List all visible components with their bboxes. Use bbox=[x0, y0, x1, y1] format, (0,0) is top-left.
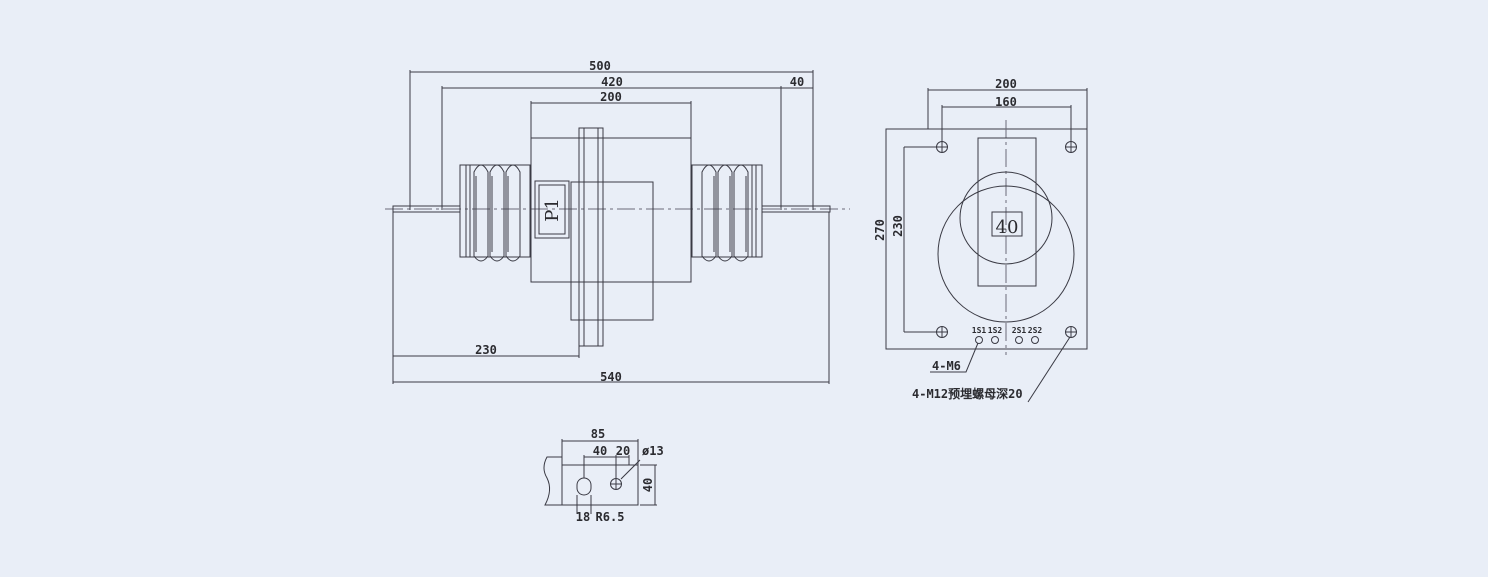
front-view bbox=[385, 70, 850, 384]
outer-ring bbox=[937, 185, 1075, 323]
right-insulator bbox=[691, 164, 763, 262]
front-dim-420: 420 bbox=[601, 75, 623, 89]
mounting-hole-br bbox=[1065, 326, 1077, 338]
side-dim-270: 270 bbox=[873, 219, 887, 241]
main-body bbox=[530, 137, 692, 283]
leader-m12 bbox=[1027, 336, 1071, 403]
side-dimensions bbox=[885, 88, 1088, 349]
detail-dim-85: 85 bbox=[591, 427, 605, 441]
detail-dim-40-height: 40 bbox=[641, 478, 655, 492]
round-hole bbox=[610, 478, 622, 490]
detail-dim-20: 20 bbox=[616, 444, 630, 458]
right-terminal bbox=[761, 205, 831, 213]
terminal-1s1 bbox=[975, 336, 983, 344]
primary-conductor bbox=[977, 137, 1037, 287]
break-line bbox=[543, 456, 562, 506]
front-dim-40: 40 bbox=[790, 75, 804, 89]
side-dim-160: 160 bbox=[995, 95, 1017, 109]
left-insulator bbox=[459, 164, 531, 262]
terminal-label-2s1: 2S1 bbox=[1012, 326, 1027, 335]
front-dim-230: 230 bbox=[475, 343, 497, 357]
front-dim-540: 540 bbox=[600, 370, 622, 384]
callout-m12: 4-M12预埋螺母深20 bbox=[912, 386, 1023, 401]
inner-ring bbox=[959, 171, 1053, 265]
mounting-hole-bl bbox=[936, 326, 948, 338]
mounting-hole-tr bbox=[1065, 141, 1077, 153]
mounting-hole-tl bbox=[936, 141, 948, 153]
terminal-1s2 bbox=[991, 336, 999, 344]
bottom-dimensions bbox=[392, 212, 830, 384]
window-box bbox=[991, 211, 1023, 237]
window-label: 40 bbox=[996, 217, 1019, 238]
terminal-detail-view bbox=[543, 439, 657, 514]
mounting-flange bbox=[578, 127, 604, 347]
callout-m6: 4-M6 bbox=[932, 359, 961, 373]
terminal-label-1s2: 1S2 bbox=[988, 326, 1003, 335]
left-terminal bbox=[392, 205, 461, 213]
detail-radius: R6.5 bbox=[596, 510, 625, 524]
p1-marking-box bbox=[534, 180, 570, 239]
terminal-2s1 bbox=[1015, 336, 1023, 344]
side-dim-200: 200 bbox=[995, 77, 1017, 91]
side-dim-230: 230 bbox=[891, 215, 905, 237]
detail-dim-40-width: 40 bbox=[593, 444, 607, 458]
terminal-label-1s1: 1S1 bbox=[972, 326, 987, 335]
core-block bbox=[570, 181, 654, 321]
side-view bbox=[885, 88, 1088, 403]
top-dimensions bbox=[409, 70, 814, 210]
terminal-2s2 bbox=[1031, 336, 1039, 344]
detail-dim-18: 18 bbox=[576, 510, 590, 524]
leader-m6 bbox=[930, 342, 979, 373]
terminal-plate bbox=[561, 464, 639, 506]
front-dim-500: 500 bbox=[589, 59, 611, 73]
p1-marking: P1 bbox=[542, 198, 563, 222]
terminal-label-2s2: 2S2 bbox=[1028, 326, 1043, 335]
detail-hole-diameter: ø13 bbox=[642, 444, 664, 458]
front-dim-200: 200 bbox=[600, 90, 622, 104]
